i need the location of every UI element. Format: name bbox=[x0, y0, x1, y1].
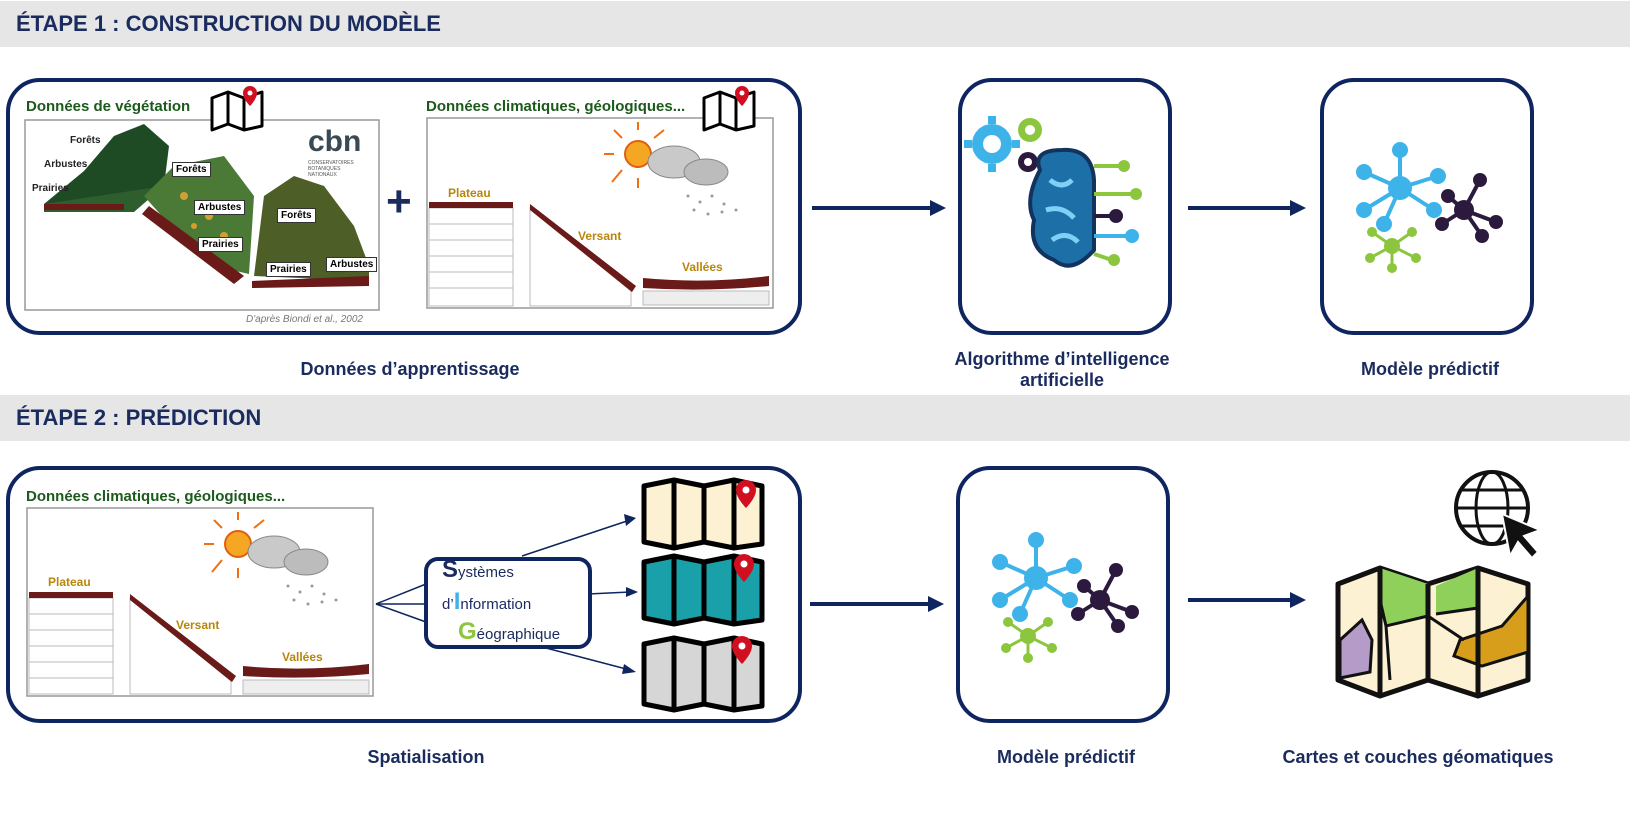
sig-word-systemes: ystèmes bbox=[458, 564, 514, 581]
globe-cursor-icon bbox=[1454, 470, 1543, 560]
folded-map-icon bbox=[641, 477, 765, 551]
sig-letter-s: S bbox=[442, 556, 459, 583]
sig-prefix-d: d’ bbox=[442, 596, 454, 613]
model-caption-2: Modèle prédictif bbox=[996, 747, 1135, 767]
stage1-title: ÉTAPE 1 : CONSTRUCTION DU MODÈLE bbox=[16, 11, 441, 36]
terrain-vallees-label-1: Vallées bbox=[682, 260, 723, 274]
algorithm-caption: Algorithme d’intelligence artificielle bbox=[954, 349, 1170, 390]
veg-tag-prairies-3: Prairies bbox=[266, 262, 311, 277]
veg-tag-prairies-2: Prairies bbox=[198, 237, 243, 252]
plus-sign: + bbox=[386, 177, 412, 226]
folded-map-icon bbox=[1335, 565, 1531, 699]
vegetation-landscape-image bbox=[24, 119, 380, 311]
veg-tag-forets-3: Forêts bbox=[277, 208, 316, 223]
terrain-plateau-label-1: Plateau bbox=[448, 186, 491, 200]
sig-word-geographique: éographique bbox=[476, 626, 561, 643]
sig-letter-g: G bbox=[458, 618, 477, 645]
cbn-logo-subtitle: CONSERVATOIRES BOTANIQUES NATIONAUX bbox=[308, 160, 354, 178]
sun-cloud-rain-icon bbox=[204, 512, 338, 606]
climate-data-label-2: Données climatiques, géologiques... bbox=[26, 488, 286, 505]
terrain-plateau-label-2: Plateau bbox=[48, 575, 91, 589]
sig-box bbox=[424, 557, 592, 649]
veg-tag-prairies-1: Prairies bbox=[32, 183, 69, 194]
climate-terrain-image bbox=[426, 117, 774, 309]
network-model-icon bbox=[1356, 142, 1503, 273]
veg-tag-arbustes-3: Arbustes bbox=[326, 257, 378, 272]
veg-tag-arbustes-2: Arbustes bbox=[194, 200, 246, 215]
climate-data-label: Données climatiques, géologiques... bbox=[426, 98, 686, 115]
arrow-to-maps bbox=[1188, 592, 1306, 608]
sig-connector-arrows bbox=[375, 514, 638, 674]
model-caption-1: Modèle prédictif bbox=[1360, 359, 1499, 379]
veg-tag-forets-1: Forêts bbox=[70, 135, 101, 146]
map-pin-icon bbox=[702, 86, 756, 132]
folded-map-icon bbox=[641, 635, 765, 713]
veg-tag-forets-2: Forêts bbox=[172, 162, 211, 177]
training-data-caption: Données d’apprentissage bbox=[300, 359, 520, 379]
sig-line-3: Géographique bbox=[458, 618, 560, 646]
veg-tag-arbustes-1: Arbustes bbox=[44, 159, 88, 170]
stage1-header: ÉTAPE 1 : CONSTRUCTION DU MODÈLE bbox=[0, 1, 1630, 47]
maps-caption: Cartes et couches géomatiques bbox=[1282, 747, 1554, 767]
sig-word-information: nformation bbox=[460, 596, 532, 613]
sig-letter-i: I bbox=[453, 588, 461, 615]
network-model-icon bbox=[992, 532, 1139, 663]
stage2-title: ÉTAPE 2 : PRÉDICTION bbox=[16, 405, 262, 430]
image-credit: D'après Biondi et al., 2002 bbox=[246, 314, 363, 325]
map-pin-icon bbox=[210, 86, 264, 132]
climate-terrain-image-2 bbox=[26, 507, 374, 697]
arrow-to-algorithm bbox=[812, 200, 946, 216]
vegetation-data-label: Données de végétation bbox=[26, 98, 191, 115]
folded-map-icon bbox=[641, 553, 765, 627]
sun-cloud-rain-icon bbox=[604, 122, 738, 216]
sig-line-2: d’Information bbox=[442, 588, 531, 616]
terrain-versant-label-2: Versant bbox=[176, 618, 220, 632]
sig-line-1: Systèmes bbox=[442, 556, 514, 584]
arrow-to-model-2 bbox=[810, 596, 944, 612]
spatialisation-caption: Spatialisation bbox=[367, 747, 485, 767]
gears-icon bbox=[964, 116, 1042, 172]
ai-brain-icon bbox=[964, 116, 1142, 268]
cbn-logo: cbn bbox=[308, 125, 362, 158]
terrain-versant-label-1: Versant bbox=[578, 229, 622, 243]
terrain-vallees-label-2: Vallées bbox=[282, 650, 323, 664]
stage2-header: ÉTAPE 2 : PRÉDICTION bbox=[0, 395, 1630, 441]
arrow-to-model bbox=[1188, 200, 1306, 216]
